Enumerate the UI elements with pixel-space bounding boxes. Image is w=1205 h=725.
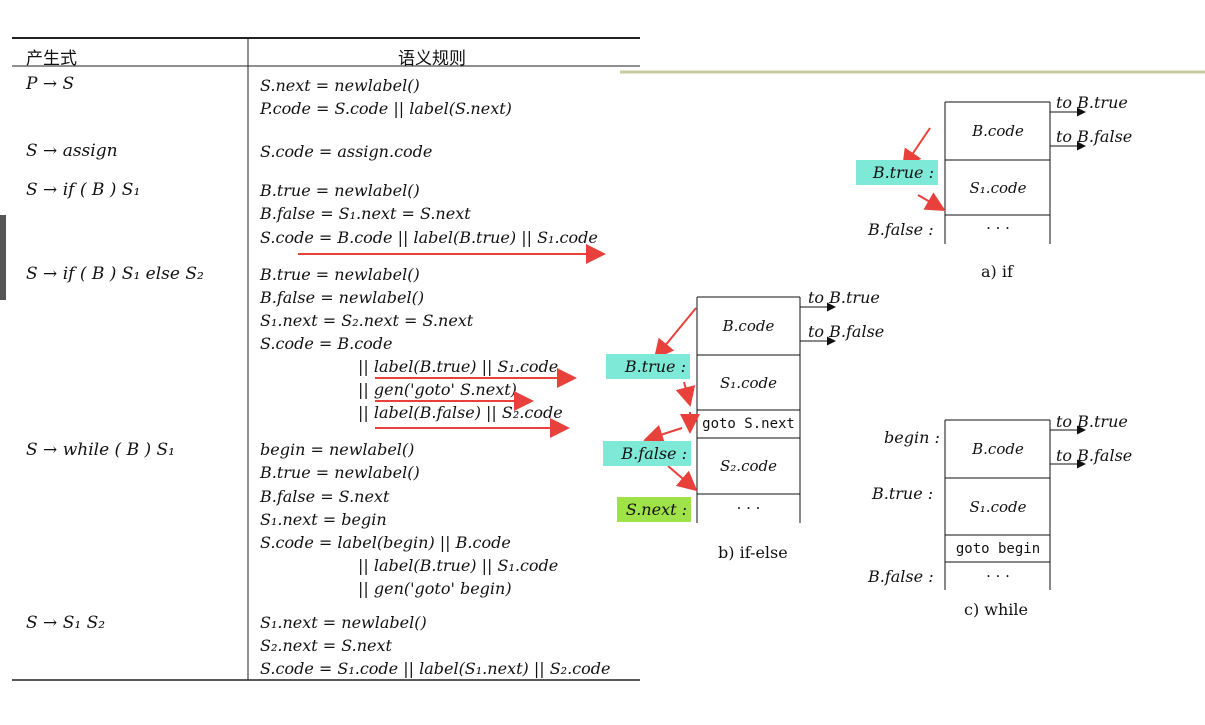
cell-b-code: B.code [972, 440, 1024, 458]
cell-b-code: B.code [722, 317, 775, 335]
rule: B.true = newlabel() [260, 265, 420, 284]
caption-if-else: b) if-else [718, 543, 788, 562]
out-false-label: to B.false [1056, 446, 1133, 465]
production: S → if ( B ) S₁ else S₂ [26, 264, 204, 284]
rule: S.code = B.code || label(B.true) || S₁.c… [260, 228, 598, 247]
label-b-false: B.false : [603, 441, 691, 466]
rule: P.code = S.code || label(S.next) [260, 99, 512, 118]
label-b-false: B.false : [868, 567, 934, 586]
cell-s2-code: S₂.code [720, 457, 777, 475]
rule: || label(B.true) || S₁.code [358, 556, 559, 575]
rule: S₂.next = S.next [260, 636, 392, 655]
label-b-true: B.true : [856, 160, 938, 185]
out-true-label: to B.true [1056, 93, 1128, 112]
cell-goto-snext: goto S.next [702, 416, 795, 432]
cell-b-code: B.code [972, 122, 1024, 140]
rule: S.code = label(begin) || B.code [260, 533, 511, 552]
label-b-true: B.true : [872, 484, 934, 503]
production: S → while ( B ) S₁ [26, 440, 175, 460]
cell-ellipsis: · · · [736, 499, 761, 517]
header-production: 产生式 [26, 49, 77, 69]
out-true-label: to B.true [808, 288, 880, 307]
rule: B.false = S₁.next = S.next [260, 204, 471, 223]
out-true-label: to B.true [1056, 412, 1128, 431]
rule: S₁.next = begin [260, 510, 387, 529]
rule: B.true = newlabel() [260, 181, 420, 200]
cell-s1-code: S₁.code [720, 373, 777, 392]
label-b-false: B.false : [868, 220, 934, 239]
rule: B.false = newlabel() [260, 288, 425, 307]
production: S → if ( B ) S₁ [26, 180, 141, 200]
production: P → S [26, 74, 75, 94]
caption-if: a) if [981, 262, 1013, 281]
header-semantic-rules: 语义规则 [398, 49, 466, 69]
cell-ellipsis: · · · [986, 566, 1010, 585]
rule: S.next = newlabel() [260, 76, 420, 95]
rule: begin = newlabel() [260, 440, 415, 459]
cell-goto-begin: goto begin [955, 540, 1041, 557]
rule: B.false = S.next [260, 487, 390, 506]
cell-s1-code: S₁.code [969, 497, 1027, 516]
cell-ellipsis: · · · [986, 219, 1010, 237]
rule: || gen('goto' begin) [358, 579, 512, 598]
label-begin: begin : [884, 428, 940, 447]
label-b-true: B.true : [606, 354, 690, 379]
production: S → assign [26, 141, 118, 161]
rule: || label(B.true) || S₁.code [358, 357, 559, 376]
out-false-label: to B.false [808, 322, 885, 341]
rule: S.code = S₁.code || label(S₁.next) || S₂… [260, 659, 611, 678]
rule: S.code = B.code [260, 334, 393, 353]
rule: || label(B.false) || S₂.code [358, 403, 563, 422]
rule: B.true = newlabel() [260, 463, 420, 482]
rule: S₁.next = S₂.next = S.next [260, 311, 474, 330]
rule: S₁.next = newlabel() [260, 613, 427, 632]
production: S → S₁ S₂ [26, 613, 106, 633]
label-s-next: S.next : [617, 497, 691, 522]
side-tab [0, 215, 6, 300]
caption-while: c) while [964, 600, 1028, 619]
cell-s1-code: S₁.code [969, 178, 1027, 197]
rule: || gen('goto' S.next) [358, 380, 517, 399]
out-false-label: to B.false [1056, 127, 1133, 146]
rule: S.code = assign.code [260, 142, 433, 161]
